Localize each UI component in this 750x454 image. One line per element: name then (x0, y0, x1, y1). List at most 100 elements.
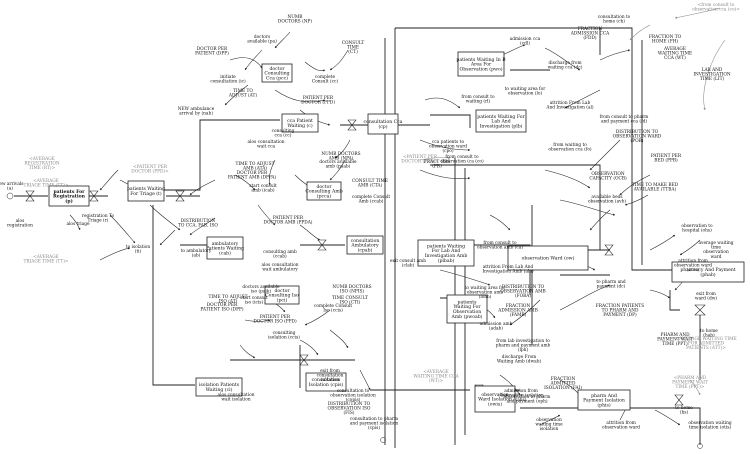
variable-label-line: to pharm and (596, 280, 626, 285)
variable-label-line: ISOLATION (FAI) (544, 386, 582, 391)
variable-label: consulting amb(ccab) (263, 250, 297, 260)
variable-label-line: ISO (NPIS) (340, 290, 364, 295)
variable-label-line: observation to pharm (504, 395, 551, 400)
variable-label-line: DISTRIBUTION TO (616, 130, 659, 135)
variable-label-line: Triage (r) (88, 219, 109, 224)
stock-box (417, 239, 475, 267)
variable-label-line: AMB (CTA) (357, 184, 383, 189)
variable-label-line: start consult (249, 184, 277, 189)
valve-iso (299, 354, 309, 366)
stock-label-line: isolation Patients (199, 382, 240, 388)
stock-obs-ward: observation Ward (ow) (507, 245, 589, 271)
variable-label-line: OBSERVATION ISO (328, 407, 371, 412)
variable-label-line: INVESTIGATION (693, 73, 731, 78)
variable-label-line: (CT) (348, 50, 358, 55)
variable-label-line: observation amb (ca) (477, 246, 523, 251)
variable-label-line: wait cca (257, 145, 276, 150)
variable-label-line: DISTRIBUTION TO (328, 402, 371, 407)
stock-label-line: (phab) (700, 271, 715, 278)
stock-label-line: (pci) (277, 296, 288, 303)
variable-label-line: observation (avb) (588, 200, 626, 205)
variable-label-line: isolation (ccis) (268, 336, 300, 341)
shadow-variable-line: observation cca (co)> (692, 8, 740, 13)
stock-box (48, 185, 90, 207)
stock-label-line: observation (481, 392, 508, 398)
stock-label-line: consultation Cca (364, 119, 403, 125)
shadow-variable-line: PAYMENT WAIT (672, 381, 708, 386)
valve-triage-out (175, 190, 185, 202)
variable-label-line: DISTRIBUTION TO (502, 285, 545, 290)
variable-label-line: TIME TO ADJUST (236, 162, 275, 167)
stock-label-line: patients Waiting In B (456, 57, 506, 63)
variable-label-line: amb (icab) (251, 189, 275, 194)
variable-label-line: observation (536, 418, 562, 423)
variable-label-line: ADMITTED (549, 382, 576, 387)
variable-label-line: NEW ambulance (178, 107, 215, 112)
variable-label-line: TIME TO ADJUST (209, 295, 248, 300)
variable-label-line: complete (315, 75, 335, 80)
variable-label-line: PATIENT AMB (DPPA) (228, 176, 277, 181)
stock-label-line: (plbab) (438, 257, 455, 264)
stock-label-line: doctor (274, 288, 290, 294)
variable-label-line: from consult to (445, 155, 479, 160)
variable-label-line: (FDD) (583, 36, 597, 41)
variable-label-line: to home (700, 329, 718, 334)
variable-label-line: observation ward (602, 426, 640, 431)
stock-label-line: patients Waiting (427, 243, 465, 249)
variable-label-line: NUMB (288, 15, 303, 20)
variable-label-line: complete Consult (314, 304, 352, 309)
variable-label-line: admission from (504, 389, 538, 394)
variable-label-line: alos consultation (262, 263, 299, 268)
stock-label-line: Waiting (c) (287, 122, 313, 129)
stock-box (346, 235, 384, 255)
shadow-variable-line: DOCTOR (PPD)> (131, 170, 169, 175)
variable-label-line: alos triage (66, 222, 90, 227)
stock-label-line: Observation (453, 309, 481, 315)
shadow-variable-line: DOCTOR (PPD)> (401, 160, 439, 165)
variable-label-line: to home (675, 406, 693, 411)
variable-label-line: FRACTION (506, 304, 531, 309)
variable-label-line: FRACTION PATIENTS (596, 304, 645, 309)
stock-label-line: Payment Isolation (583, 398, 625, 404)
stock-label-line: consultation (351, 238, 380, 244)
variable-label-line: consulting (273, 331, 296, 336)
variable-label-line: CCA (WT) (664, 56, 686, 61)
shadow-variable-line: <AVERAGE (33, 179, 59, 184)
variable-label: FRACT OBS(FB) (424, 160, 451, 170)
variable-label-line: from lab investigation to (496, 339, 550, 344)
stock-box (127, 180, 165, 202)
variable-label-line: (FAMB) (510, 313, 527, 318)
shadow-variable-line: <AVERAGE WAITING TIME (675, 337, 736, 342)
flow-valves (25, 119, 706, 406)
variable-label: to home(hab) (700, 329, 718, 339)
variable-label-line: DOCTOR AMB (PPDA) (264, 221, 313, 226)
stock-box (305, 372, 347, 392)
variable-label-line: pharm and payment amb (496, 344, 551, 349)
variable-label-line: alos (16, 219, 25, 224)
stock-box (474, 385, 516, 413)
variable-label-line: Waiting Amb (dwab) (497, 360, 542, 365)
variable-label-line: doctors available (242, 285, 280, 290)
valve-home (674, 394, 684, 406)
